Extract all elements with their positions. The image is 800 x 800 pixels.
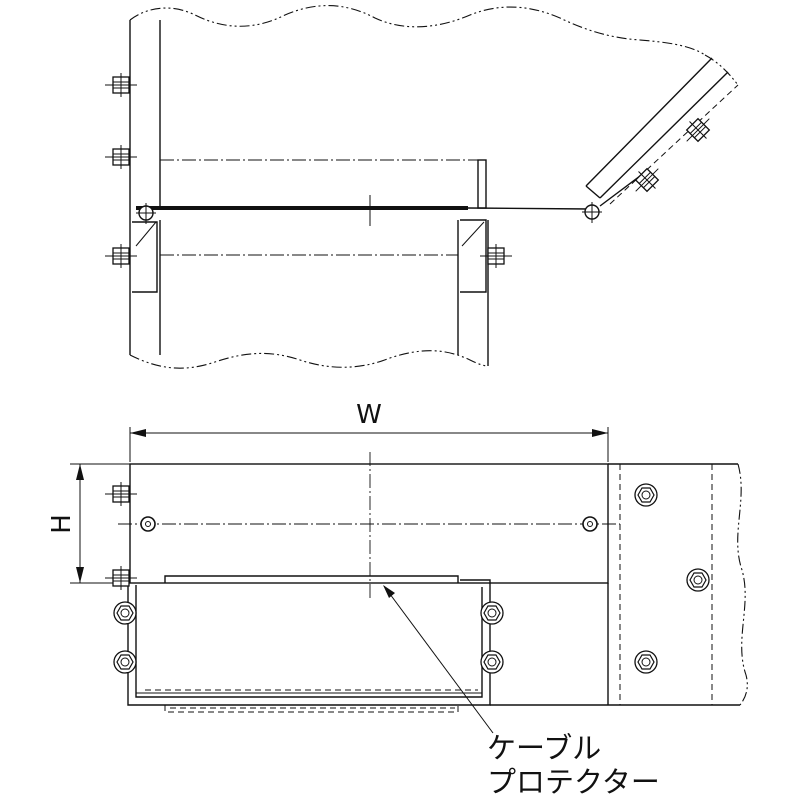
nut-icon	[686, 568, 710, 592]
side-view	[104, 5, 739, 369]
nut-icon	[634, 483, 658, 507]
right-hinge-icon	[582, 202, 602, 223]
channel-hidden-base	[164, 705, 459, 713]
cable-protector-cover	[129, 463, 609, 584]
callout-line-1: ケーブル	[487, 731, 601, 765]
mounting-hole-icon	[582, 516, 598, 532]
leader-line	[383, 585, 494, 734]
post-bolt-icon	[479, 243, 513, 269]
callout-line-2: プロテクター	[487, 765, 660, 799]
post-bolt-icon	[104, 144, 138, 170]
nut-icon	[634, 650, 658, 674]
right-flange	[477, 159, 487, 209]
left-bracket	[132, 221, 158, 293]
channel-nut-icon	[113, 601, 137, 625]
inclined-panel	[585, 57, 739, 207]
h-arrow-bottom	[76, 567, 84, 583]
h-arrow-top	[76, 464, 84, 480]
side-bolt-icon	[104, 565, 138, 591]
channel-nut-icon	[480, 650, 504, 674]
side-bolt-icon	[104, 481, 138, 507]
lower-channel-inner	[135, 585, 483, 698]
right-bracket-chamfer	[461, 221, 485, 247]
front-view: W H	[47, 400, 748, 799]
mounting-hole-icon	[140, 516, 156, 532]
lower-channel-outer	[127, 579, 491, 706]
height-label: H	[47, 514, 77, 534]
width-label: W	[356, 400, 382, 430]
break-line-top	[129, 5, 706, 56]
left-hinge-icon	[136, 203, 156, 224]
channel-lip	[164, 575, 459, 583]
w-arrow-right	[592, 429, 608, 437]
break-line-right	[704, 54, 739, 86]
channel-nut-icon	[113, 650, 137, 674]
leader-arrow	[383, 585, 395, 598]
channel-nut-icon	[480, 601, 504, 625]
cover-plate-extension	[467, 207, 591, 210]
break-line-bottom	[129, 350, 489, 369]
post-bolt-icon	[104, 72, 138, 98]
w-arrow-left	[130, 429, 146, 437]
post-bolt-icon	[104, 243, 138, 269]
left-bracket-chamfer	[135, 221, 157, 247]
right-break-line	[737, 463, 748, 706]
